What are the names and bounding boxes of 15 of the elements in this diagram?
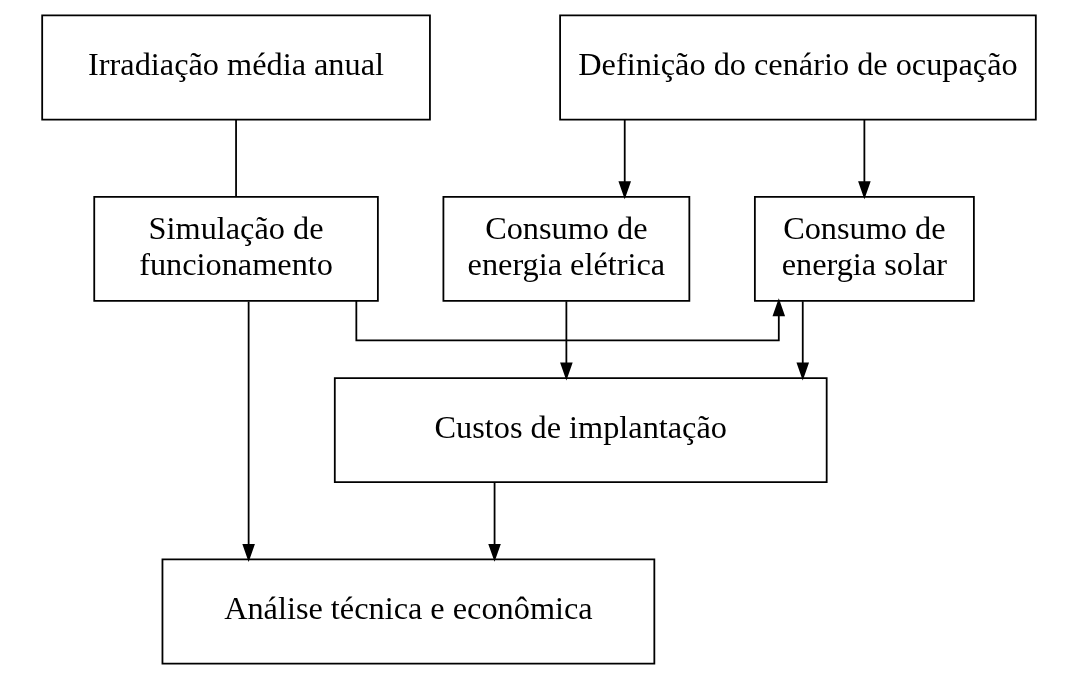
node-box: Irradiação média anual (41, 14, 431, 121)
node-box: Consumo de energia solar (753, 195, 975, 302)
node-box: Consumo de energia elétrica (442, 195, 691, 302)
arrow (488, 481, 501, 562)
arrow (858, 119, 871, 200)
node-box: Simulação de funcionamento (93, 195, 379, 302)
arrow (560, 300, 573, 381)
node-box: Análise técnica e econômica (161, 558, 656, 665)
arrow (618, 119, 631, 200)
arrow (242, 300, 255, 562)
connector (235, 119, 237, 198)
arrow (796, 300, 810, 381)
node-box: Custos de implantação (333, 377, 828, 484)
arrow (355, 298, 786, 342)
node-box: Definição do cenário de ocupação (559, 14, 1037, 121)
